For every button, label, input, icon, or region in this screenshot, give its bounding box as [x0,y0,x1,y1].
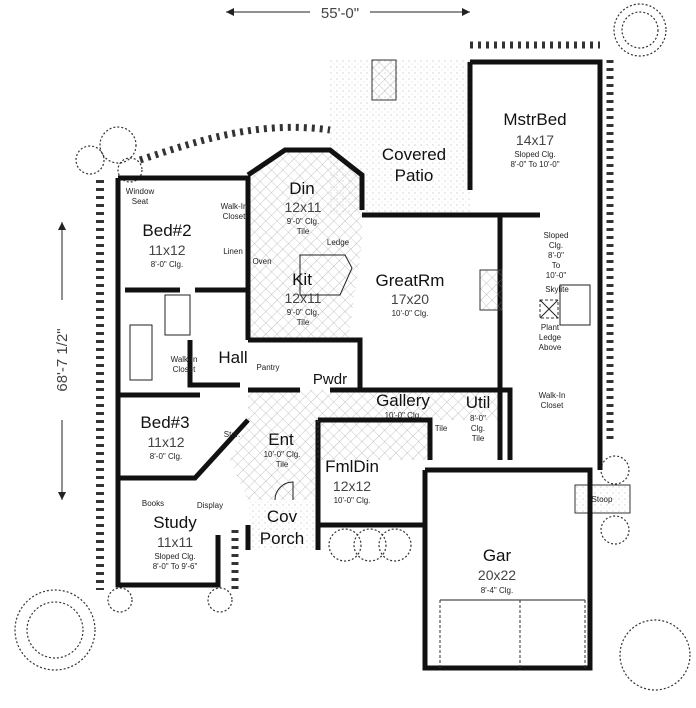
din-floor: Tile [297,227,310,236]
books-label: Books [142,499,164,508]
gar-ceiling: 8'-4" Clg. [481,586,513,595]
study-size: 11x11 [157,534,193,550]
din-ceiling: 9'-0" Clg. [287,217,319,226]
bath-sloped-label-3: 8'-0" [548,251,564,260]
gar-size: 20x22 [478,567,516,583]
util-ceiling-2: Clg. [471,424,485,433]
linen-label: Linen [223,247,243,256]
bath-sloped-label-2: Clg. [549,241,563,250]
util-ceiling: 8'-0" [470,414,486,423]
kit-size: 12x11 [284,290,321,306]
util-name: Util [466,393,491,412]
mstrbed-size: 14x17 [516,132,554,148]
depth-dimension: 68'-7 1/2" [54,222,71,500]
bath-sloped-label-5: 10'-0" [546,271,567,280]
storage-label: Stor. [224,430,240,439]
bed3-ceiling: 8'-0" Clg. [150,452,182,461]
porch-label: Cov [267,507,298,526]
master-closet-label-2: Closet [541,401,564,410]
ledge-label: Ledge [327,238,350,247]
stoop-label: Stoop [592,495,613,504]
kit-name: Kit [292,270,312,289]
entry-tile [230,420,318,500]
fmldin-name: FmlDin [325,457,379,476]
din-name: Din [289,179,315,198]
fmldin-ceiling: 10'-0" Clg. [334,496,371,505]
fixtures [129,254,591,668]
depth-label: 68'-7 1/2" [54,328,71,391]
kit-ceiling: 9'-0" Clg. [287,308,319,317]
grill-pad [371,59,397,101]
patio-label: Covered [382,145,446,164]
gar-name: Gar [483,546,512,565]
hall-name: Hall [218,348,247,367]
plant-ledge-label: Plant [541,323,560,332]
width-dimension: 55'-0" [226,5,470,22]
oven-label: Oven [252,257,271,266]
porch-area [248,500,318,550]
bed2-size: 11x12 [148,242,185,258]
walkin-closet-label: Walk-In [221,202,248,211]
display-label: Display [197,501,223,510]
bath-sloped-label-4: To [552,261,561,270]
mstrbed-ceiling: Sloped Clg. [514,150,555,159]
walkin-closet-b-label-2: Closet [173,365,196,374]
study-ceiling-2: 8'-0" To 9'-6" [153,562,198,571]
din-size: 12x11 [284,199,321,215]
bed3-size: 11x12 [147,434,184,450]
bed2-ceiling: 8'-0" Clg. [151,260,183,269]
plant-ledge-label-2: Ledge [539,333,562,342]
gallery-tile [248,390,500,460]
kitchen-dining-tile [248,150,362,340]
pantry-label: Pantry [256,363,279,372]
study-name: Study [153,513,197,532]
ent-name: Ent [268,430,294,449]
gallery-name: Gallery [376,391,430,410]
stoop-area [574,484,631,514]
bed3-name: Bed#3 [140,413,189,432]
util-floor: Tile [472,434,485,443]
window-seat-label: Window [126,187,155,196]
fmldin-size: 12x12 [333,478,371,494]
plant-ledge-label-3: Above [539,343,562,352]
walkin-closet-b-label: Walk-In [171,355,198,364]
master-closet-label: Walk-In [539,391,566,400]
patio-label-2: Patio [395,166,434,185]
mstrbed-ceiling-2: 8'-0" To 10'-0" [510,160,559,169]
greatrm-size: 17x20 [391,291,429,307]
bed2-name: Bed#2 [142,221,191,240]
window-seat-label-2: Seat [132,197,149,206]
ent-floor: Tile [276,460,289,469]
ent-ceiling: 10'-0" Clg. [264,450,301,459]
greatrm-ceiling: 10'-0" Clg. [392,309,429,318]
mstrbed-name: MstrBed [503,110,566,129]
width-label: 55'-0" [321,5,359,22]
skylite-label: Skylite [545,285,569,294]
walkin-closet-label-2: Closet [223,212,246,221]
gallery-ceiling: 10'-0" Clg. [385,411,422,420]
landscaping [14,3,691,691]
kit-floor: Tile [297,318,310,327]
bath-sloped-label: Sloped [544,231,569,240]
study-ceiling: Sloped Clg. [154,552,195,561]
pwdr-name: Pwdr [313,371,347,388]
gallery-floor: Tile [435,424,448,433]
greatrm-name: GreatRm [376,271,445,290]
porch-label-2: Porch [260,529,304,548]
